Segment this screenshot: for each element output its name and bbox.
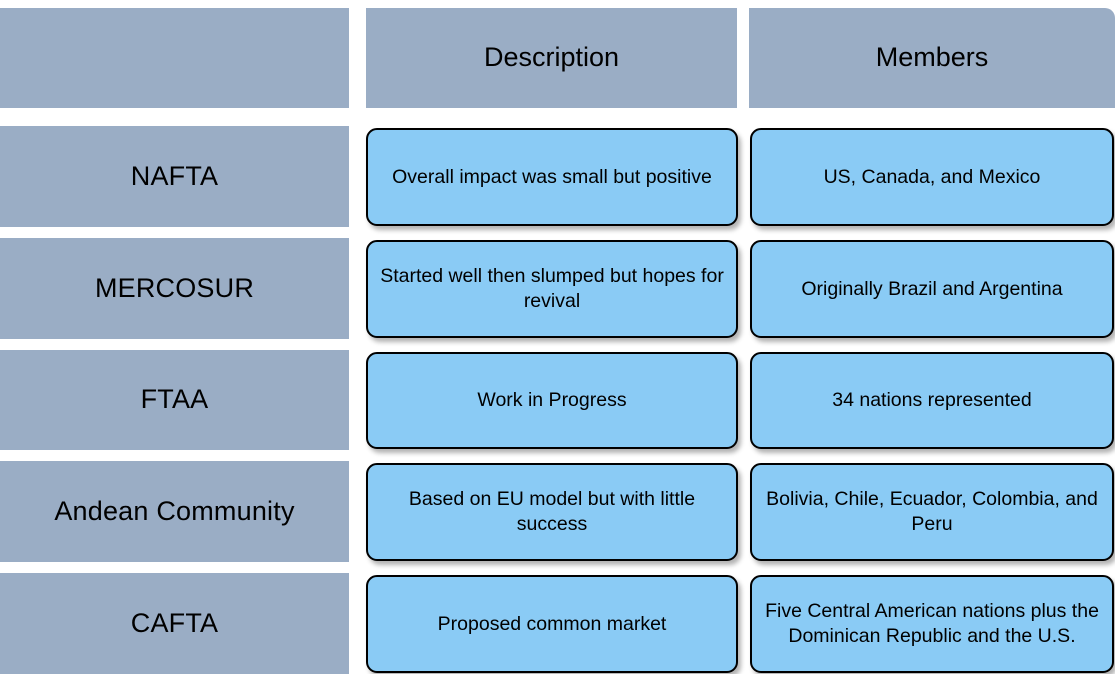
cell-text-description: Overall impact was small but positive <box>392 165 712 188</box>
cell-text-members: Originally Brazil and Argentina <box>801 277 1063 300</box>
header-label-members: Members <box>875 42 989 73</box>
table-cell-description-ftaa: Work in Progress <box>366 352 738 449</box>
row-label-text: FTAA <box>140 384 209 415</box>
table-cell-members-andean-community: Bolivia, Chile, Ecuador, Colombia, and P… <box>750 463 1114 561</box>
table-cell-members-nafta: US, Canada, and Mexico <box>750 128 1114 226</box>
table-cell-members-ftaa: 34 nations represented <box>750 352 1114 449</box>
table-cell-description-cafta: Proposed common market <box>366 575 738 673</box>
table-row-label-nafta: NAFTA <box>0 126 349 227</box>
cell-text-members: Bolivia, Chile, Ecuador, Colombia, and P… <box>766 488 1098 535</box>
header-cell-members: Members <box>749 8 1115 108</box>
header-cell-agreement <box>0 8 349 108</box>
table-cell-description-mercosur: Started well then slumped but hopes for … <box>366 240 738 338</box>
table-cell-members-cafta: Five Central American nations plus the D… <box>750 575 1114 673</box>
cell-text-members: Five Central American nations plus the D… <box>765 600 1099 647</box>
table-cell-description-andean-community: Based on EU model but with little succes… <box>366 463 738 561</box>
cell-text-description: Started well then slumped but hopes for … <box>380 265 724 312</box>
cell-text-description: Proposed common market <box>437 612 667 635</box>
cell-text-members: US, Canada, and Mexico <box>823 165 1041 188</box>
row-label-text: MERCOSUR <box>94 272 255 303</box>
header-label-description: Description <box>483 42 620 73</box>
table-row-label-andean-community: Andean Community <box>0 461 349 562</box>
header-cell-description: Description <box>366 8 737 108</box>
table-row-label-ftaa: FTAA <box>0 350 349 450</box>
row-label-text: Andean Community <box>54 495 295 526</box>
cell-text-members: 34 nations represented <box>832 389 1032 412</box>
table-cell-description-nafta: Overall impact was small but positive <box>366 128 738 226</box>
row-label-text: NAFTA <box>130 160 219 191</box>
table-row-label-mercosur: MERCOSUR <box>0 238 349 339</box>
table-row-label-cafta: CAFTA <box>0 573 349 674</box>
cell-text-description: Work in Progress <box>477 389 627 412</box>
row-label-text: CAFTA <box>130 607 219 638</box>
table-cell-members-mercosur: Originally Brazil and Argentina <box>750 240 1114 338</box>
cell-text-description: Based on EU model but with little succes… <box>408 488 696 535</box>
